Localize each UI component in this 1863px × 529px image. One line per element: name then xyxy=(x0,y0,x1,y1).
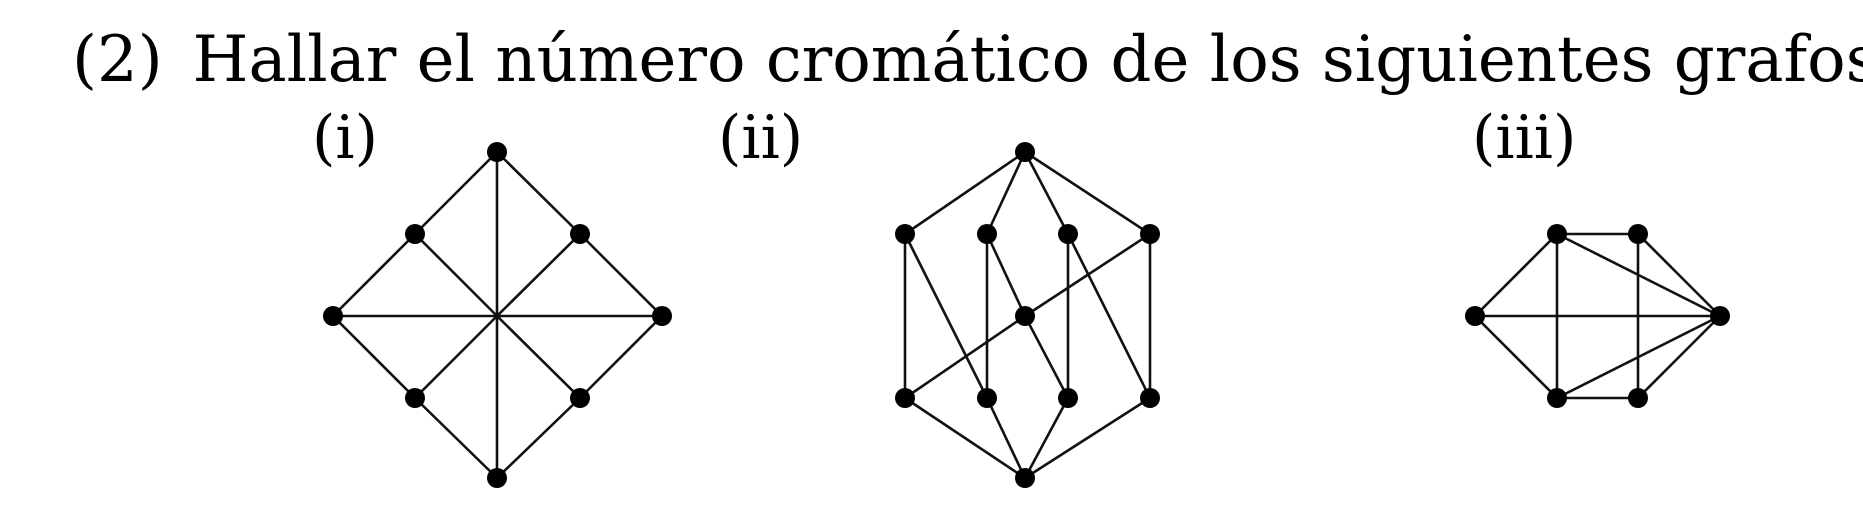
graph-ii-edge xyxy=(1024,396,1151,480)
graph-ii-edge xyxy=(903,233,989,399)
graph-label-iii: (iii) xyxy=(1472,103,1577,173)
graph-ii-edge xyxy=(1023,315,1070,399)
problem-statement-line: (2)Hallar el número cromático de los sig… xyxy=(72,28,1863,92)
graph-ii-vertex xyxy=(895,224,915,244)
graph-ii-edge xyxy=(904,396,1026,480)
graph-iii-edge xyxy=(1556,314,1721,400)
graph-iii-edge xyxy=(1556,232,1721,318)
graph-iii xyxy=(1465,224,1730,408)
graph-i-vertex xyxy=(570,224,590,244)
graph-ii-edge xyxy=(904,314,1026,400)
graph-ii-edge xyxy=(1024,150,1151,236)
graph-ii-edge xyxy=(1066,233,1152,399)
graph-i-vertex xyxy=(652,306,672,326)
graph-iii-edge xyxy=(1637,233,1721,317)
graph-iii-vertex xyxy=(1547,388,1567,408)
graph-i-edge xyxy=(414,233,498,317)
graph-iii-vertex xyxy=(1547,224,1567,244)
graph-i-edge xyxy=(496,233,581,317)
graph-iii-edge xyxy=(1474,315,1558,399)
graph-ii-vertex xyxy=(1058,224,1078,244)
graph-i-edge xyxy=(579,315,663,399)
graph-ii-edge xyxy=(985,233,1027,317)
graph-label-i: (i) xyxy=(312,103,379,173)
graph-iii-edge xyxy=(1474,233,1558,317)
graph-i-vertex xyxy=(487,142,507,162)
graph-i-edge xyxy=(414,151,498,235)
graph-ii-vertex xyxy=(977,388,997,408)
graph-i-edge xyxy=(414,397,498,479)
graph-ii-vertex xyxy=(1058,388,1078,408)
graph-i-edge xyxy=(414,315,498,399)
graph-i-edge xyxy=(579,233,663,317)
graph-ii-vertex xyxy=(977,224,997,244)
graph-label-ii: (ii) xyxy=(718,103,804,173)
graph-ii-vertex xyxy=(1140,224,1160,244)
graph-ii-vertex xyxy=(895,388,915,408)
graph-i-edge xyxy=(332,233,416,317)
graph-i xyxy=(323,142,672,488)
problem-number: (2) xyxy=(72,23,163,97)
graph-ii-vertex xyxy=(1015,142,1035,162)
graph-ii-edge xyxy=(985,397,1027,479)
graph-ii-edge xyxy=(1024,232,1151,318)
graph-i-vertex xyxy=(487,468,507,488)
graph-ii-vertex xyxy=(1015,306,1035,326)
graph-i-vertex xyxy=(323,306,343,326)
graph-ii-edge xyxy=(1023,151,1070,235)
graph-iii-vertex xyxy=(1628,224,1648,244)
graph-i-vertex xyxy=(405,388,425,408)
graph-iii-vertex xyxy=(1710,306,1730,326)
graph-i-edge xyxy=(496,151,581,235)
graph-ii-edge xyxy=(1023,397,1070,479)
problem-text: Hallar el número cromático de los siguie… xyxy=(192,23,1863,97)
graph-ii-edge xyxy=(904,150,1026,236)
graph-i-edge xyxy=(332,315,416,399)
graph-iii-vertex xyxy=(1628,388,1648,408)
graph-i-vertex xyxy=(405,224,425,244)
graph-ii-vertex xyxy=(1140,388,1160,408)
graph-ii-vertex xyxy=(1015,468,1035,488)
graph-i-edge xyxy=(496,315,581,399)
graph-i-vertex xyxy=(570,388,590,408)
graph-ii-edge xyxy=(985,151,1027,235)
graph-i-edge xyxy=(496,397,581,479)
graph-ii xyxy=(895,142,1160,488)
graph-iii-vertex xyxy=(1465,306,1485,326)
graph-iii-edge xyxy=(1637,315,1721,399)
